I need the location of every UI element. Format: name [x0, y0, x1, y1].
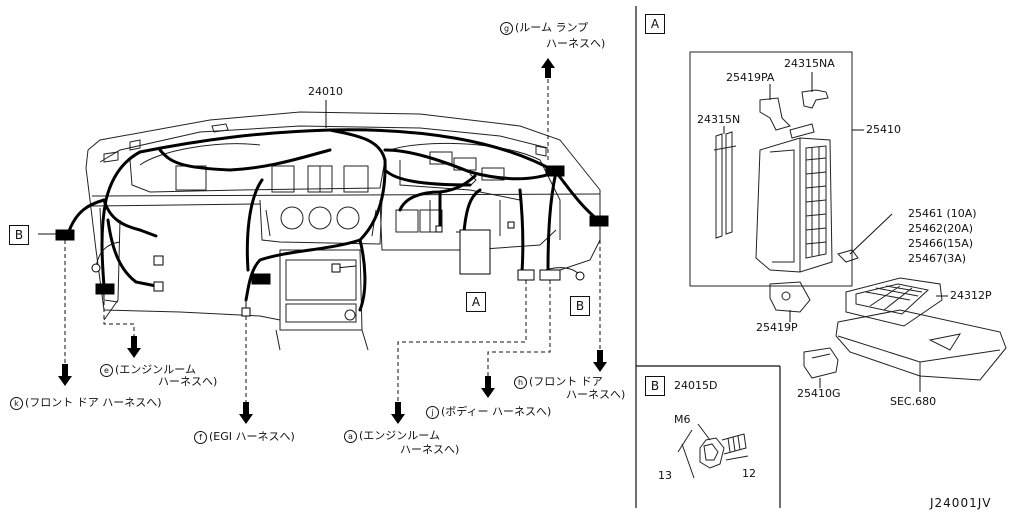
callout-h-letter: h	[514, 376, 527, 389]
callout-f-letter: f	[194, 431, 207, 444]
callout-a: a(エンジンルーム	[344, 430, 440, 443]
diagram-code: J24001JV	[930, 496, 992, 510]
callout-g: g(ルーム ランプ	[500, 22, 588, 35]
label-holder: 25410G	[797, 387, 841, 400]
label-fuse-4: 25467(3A)	[908, 252, 967, 265]
ref-box-center-a: A	[466, 292, 486, 312]
callout-g-line2: ハーネスへ)	[546, 37, 606, 50]
callout-e: e(エンジンルーム	[100, 364, 196, 377]
callout-h-line1: (フロント ドア	[529, 375, 603, 388]
callout-g-line1: (ルーム ランプ	[515, 21, 589, 34]
callout-a-letter: a	[344, 430, 357, 443]
callout-k-letter: k	[10, 397, 23, 410]
leader-lines	[38, 78, 601, 402]
label-clip-n: 24315N	[697, 113, 741, 126]
callout-e-line1: (エンジンルーム	[115, 363, 196, 376]
label-main-harness: 24010	[308, 85, 343, 98]
label-bracket-p: 25419P	[756, 321, 798, 334]
main-harness	[66, 128, 600, 312]
callout-j-letter: j	[426, 406, 439, 419]
callout-g-letter: g	[500, 22, 513, 35]
label-bracket-pa: 25419PA	[726, 71, 775, 84]
ref-box-right-b: B	[570, 296, 590, 316]
callout-e-letter: e	[100, 364, 113, 377]
section-dividers	[635, 6, 781, 508]
gauge-cluster	[175, 151, 505, 321]
callout-k: k(フロント ドア ハーネスへ)	[10, 397, 162, 410]
callout-j-line1: (ボディー ハーネスへ)	[441, 405, 552, 418]
section-a-leaders	[723, 72, 948, 392]
label-dim-13: 13	[658, 469, 672, 482]
callout-a-line2: ハーネスへ)	[400, 443, 460, 456]
label-sec-ref: SEC.680	[890, 395, 937, 408]
dashboard-outline	[85, 111, 601, 351]
label-bracket-na: 24315NA	[784, 57, 835, 70]
label-fuse-3: 25466(15A)	[908, 237, 974, 250]
arrows	[58, 58, 607, 424]
callout-k-line1: (フロント ドア ハーネスへ)	[25, 396, 162, 409]
ref-box-left-b: B	[9, 225, 29, 245]
callout-h: h(フロント ドア	[514, 376, 603, 389]
label-fuse-2: 25462(20A)	[908, 222, 974, 235]
label-bolt-thread: M6	[674, 413, 691, 426]
label-fuse-1: 25461 (10A)	[908, 207, 977, 220]
callout-j: j(ボディー ハーネスへ)	[426, 406, 551, 419]
callout-f-line1: (EGI ハーネスへ)	[209, 430, 295, 443]
callout-e-line2: ハーネスへ)	[158, 375, 218, 388]
bolt-drawing	[677, 423, 749, 479]
fuse-block-assembly	[689, 51, 1007, 381]
callout-h-line2: ハーネスへ)	[566, 388, 626, 401]
section-a-header: A	[645, 14, 665, 34]
section-b-header: B	[645, 376, 665, 396]
label-cover: 24312P	[950, 289, 992, 302]
callout-f: f(EGI ハーネスへ)	[194, 431, 295, 444]
label-dim-12: 12	[742, 467, 756, 480]
label-fuse-block: 25410	[866, 123, 901, 136]
label-bolt: 24015D	[674, 379, 718, 392]
callout-a-line1: (エンジンルーム	[359, 429, 440, 442]
connectors	[55, 165, 609, 317]
